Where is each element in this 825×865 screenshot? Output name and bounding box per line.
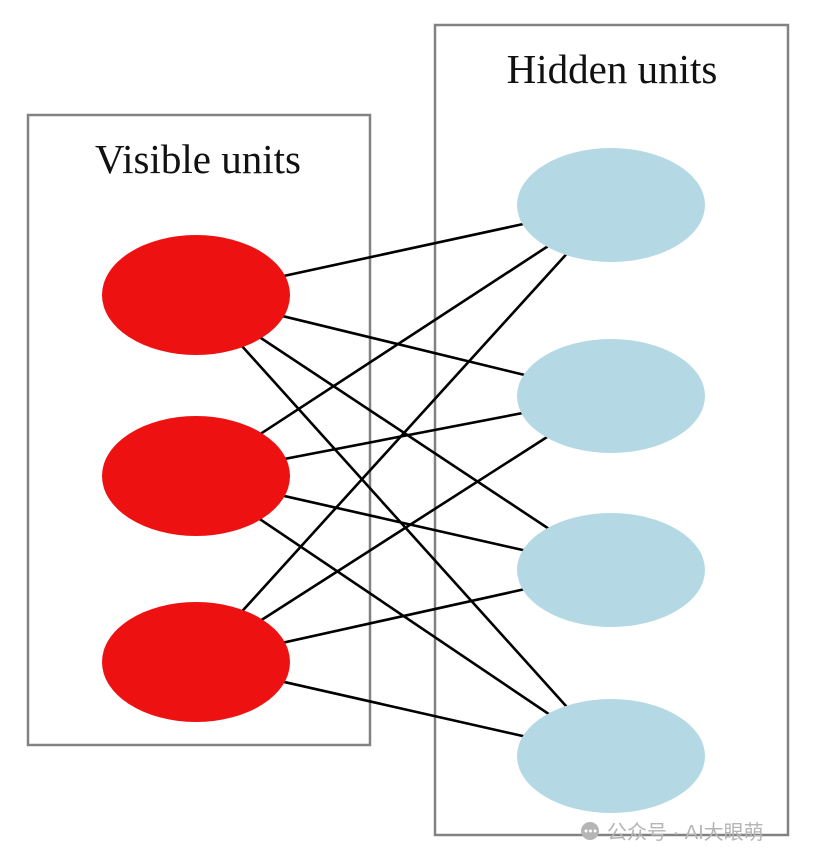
visible-units-nodes [102, 235, 290, 722]
wechat-official-account-icon [580, 821, 600, 841]
edge [195, 394, 612, 664]
visible-units-label: Visible units [95, 136, 301, 182]
watermark: 公众号 · AI大眼萌 [580, 816, 764, 845]
edge [195, 204, 612, 663]
hidden-unit-node [517, 513, 705, 627]
visible-unit-node [102, 416, 290, 536]
edge [195, 203, 612, 478]
visible-unit-node [102, 235, 290, 355]
hidden-units-label: Hidden units [507, 46, 718, 92]
visible-unit-node [102, 602, 290, 722]
hidden-unit-node [517, 699, 705, 813]
hidden-unit-node [517, 339, 705, 453]
edge [195, 294, 612, 757]
watermark-text: 公众号 · AI大眼萌 [607, 822, 764, 844]
hidden-unit-node [517, 148, 705, 262]
visible-units-box [26, 113, 372, 747]
hidden-units-nodes [517, 148, 705, 813]
